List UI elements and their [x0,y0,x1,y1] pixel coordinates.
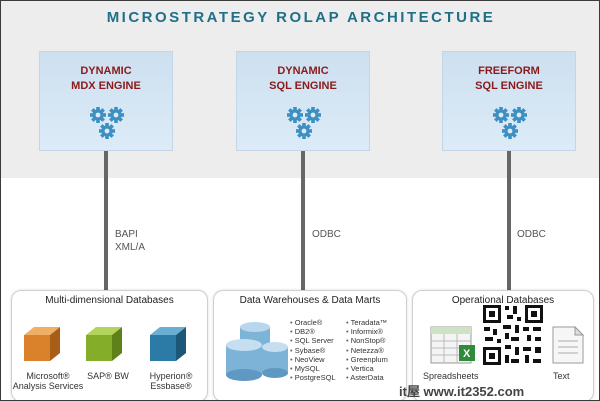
text-label: Text [553,371,570,381]
gears-icon [489,104,531,142]
list-item: Vertica [346,364,388,373]
list-item: Oracle® [290,318,336,327]
database-cylinders-icon [226,322,288,381]
list-item: AsterData [346,373,388,382]
spreadsheet-icon: X [430,326,475,364]
hyperion-cube-icon [150,327,186,361]
engine-label-freeform: FREEFORM SQL ENGINE [475,65,543,92]
mdx-engine-box: DYNAMIC MDX ENGINE [39,51,173,151]
list-item: MySQL [290,364,336,373]
engine-label-mdx: DYNAMIC MDX ENGINE [71,65,141,92]
operational-db-title: Operational Databases [451,295,555,306]
connector-label-bapi: BAPI XML/A [115,229,146,253]
list-item: Greenplum [346,355,388,364]
gears-icon [283,104,325,142]
connector-line-freeform [507,151,511,291]
multidimensional-db-title: Multi-dimensional Databases [45,295,174,306]
warehouses-box: Data Warehouses & Data Marts Oracle® DB2… [213,290,407,400]
svg-text:X: X [463,348,471,360]
warehouse-list-left: Oracle® DB2® SQL Server Sybase® NeoView … [290,318,336,382]
connector-line-sql [301,151,305,291]
cube-label-hyperion: Hyperion® Essbase® [149,371,193,391]
warehouses-title: Data Warehouses & Data Marts [239,295,381,306]
freeform-engine-box: FREEFORM SQL ENGINE [442,51,576,151]
microsoft-cube-icon [24,327,60,361]
cube-label-sap: SAP® BW [87,371,129,381]
list-item: NonStop® [346,336,388,345]
gears-icon [86,104,128,142]
engine-label-sql: DYNAMIC SQL ENGINE [269,65,337,92]
qr-code-icon [481,303,545,367]
text-file-icon [552,325,585,364]
list-item: Netezza® [346,346,388,355]
sap-cube-icon [86,327,122,361]
connector-label-odbc-freeform: ODBC [517,229,546,240]
list-item: Informix® [346,327,388,336]
spreadsheets-label: Spreadsheets [423,371,479,381]
list-item: NeoView [290,355,336,364]
list-item: DB2® [290,327,336,336]
multidimensional-db-box: Multi-dimensional Databases Microsoft® A… [11,290,208,400]
cube-label-microsoft: Microsoft® Analysis Services [12,371,84,391]
list-item: PostgreSQL [290,373,336,382]
diagram-title: MICROSTRATEGY ROLAP ARCHITECTURE [106,9,496,26]
operational-db-box: Operational Databases X [412,290,594,400]
watermark: it屋 www.it2352.com [399,384,525,399]
list-item: SQL Server [290,336,336,345]
connector-line-mdx [104,151,108,291]
warehouse-list-right: Teradata™ Informix® NonStop® Netezza® Gr… [346,318,388,382]
list-item: Teradata™ [346,318,388,327]
connector-label-odbc-sql: ODBC [312,229,341,240]
sql-engine-box: DYNAMIC SQL ENGINE [236,51,370,151]
list-item: Sybase® [290,346,336,355]
